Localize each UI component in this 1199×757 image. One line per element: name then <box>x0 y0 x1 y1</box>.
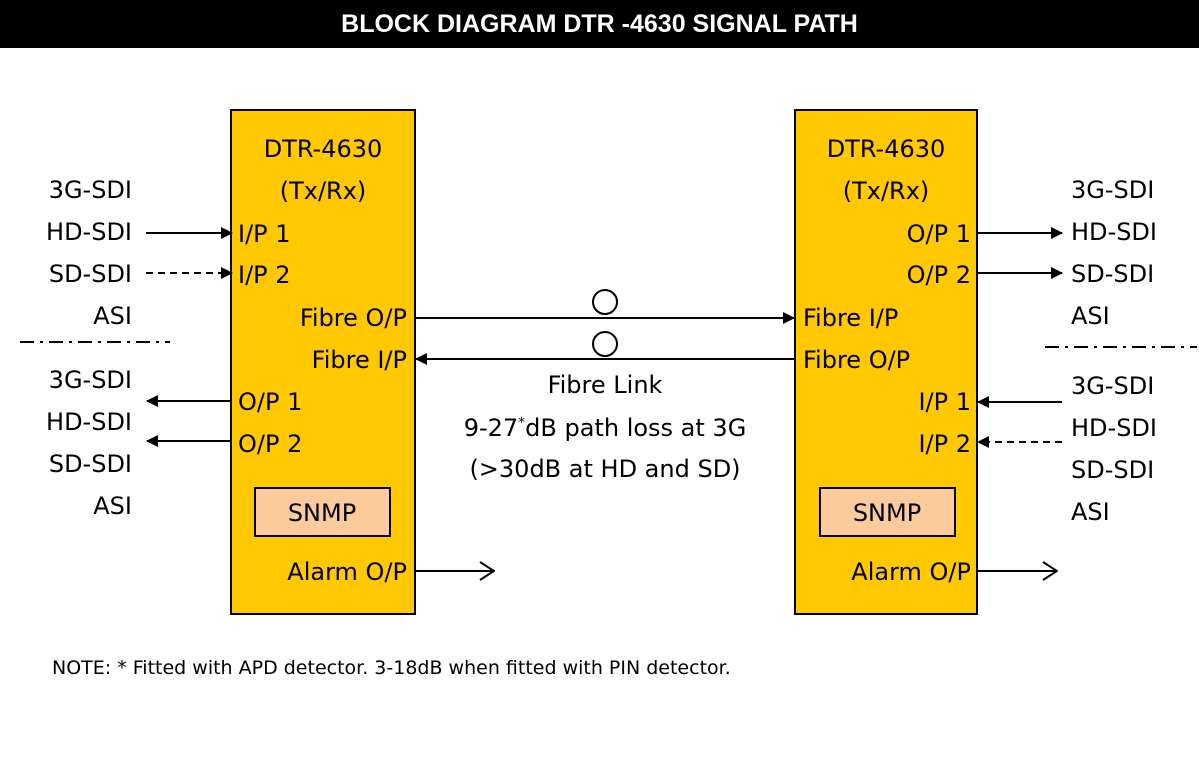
right-output-type-sd: SD-SDI <box>1071 260 1154 288</box>
left-port-fibre-ip: Fibre I/P <box>312 346 407 374</box>
right-unit-name: DTR-4630 <box>827 135 946 163</box>
left-unit-name: DTR-4630 <box>264 135 383 163</box>
left-port-ip1: I/P 1 <box>238 220 291 248</box>
fibre-link-label: Fibre Link <box>548 371 663 399</box>
right-output-type-hd: HD-SDI <box>1071 218 1157 246</box>
right-unit: DTR-4630 (Tx/Rx) O/P 1 O/P 2 Fibre I/P F… <box>794 109 978 615</box>
right-port-alarm: Alarm O/P <box>851 558 971 586</box>
right-input-type-3g: 3G-SDI <box>1071 372 1154 400</box>
fibre-link: Fibre Link 9-27*dB path loss at 3G (>30d… <box>415 289 795 483</box>
left-port-ip2: I/P 2 <box>238 261 291 289</box>
left-input-type-asi: ASI <box>93 302 132 330</box>
right-output-signal-types: 3G-SDI HD-SDI SD-SDI ASI <box>1071 176 1157 330</box>
right-port-op1: O/P 1 <box>907 220 971 248</box>
diagram-title: BLOCK DIAGRAM DTR -4630 SIGNAL PATH <box>0 0 1199 48</box>
fibre-loss-footnote-marker: * <box>518 415 525 431</box>
left-port-fibre-op: Fibre O/P <box>300 304 407 332</box>
left-unit-mode: (Tx/Rx) <box>280 177 367 205</box>
right-input-type-hd: HD-SDI <box>1071 414 1157 442</box>
left-output-type-asi: ASI <box>93 492 132 520</box>
right-port-fibre-ip: Fibre I/P <box>803 304 898 332</box>
fibre-loss-suffix: dB path loss at 3G <box>525 414 746 442</box>
left-output-signal-types: 3G-SDI HD-SDI SD-SDI ASI <box>46 366 132 520</box>
right-input-type-sd: SD-SDI <box>1071 456 1154 484</box>
left-port-alarm: Alarm O/P <box>287 558 407 586</box>
right-input-signal-types: 3G-SDI HD-SDI SD-SDI ASI <box>1071 372 1157 526</box>
left-snmp-box <box>254 487 391 537</box>
left-output-type-hd: HD-SDI <box>46 408 132 436</box>
right-port-ip2: I/P 2 <box>918 430 971 458</box>
footnote: NOTE: * Fitted with APD detector. 3-18dB… <box>52 657 731 679</box>
fibre-coil-top <box>592 289 618 315</box>
right-output-type-3g: 3G-SDI <box>1071 176 1154 204</box>
fibre-loss-hd-sd: (>30dB at HD and SD) <box>469 455 740 483</box>
left-output-type-3g: 3G-SDI <box>49 366 132 394</box>
right-port-fibre-op: Fibre O/P <box>803 346 910 374</box>
right-output-type-asi: ASI <box>1071 302 1110 330</box>
left-port-op1: O/P 1 <box>238 388 302 416</box>
left-input-signal-types: 3G-SDI HD-SDI SD-SDI ASI <box>46 176 132 330</box>
right-unit-mode: (Tx/Rx) <box>843 177 930 205</box>
right-input-type-asi: ASI <box>1071 498 1110 526</box>
fibre-loss-prefix: 9-27 <box>464 414 518 442</box>
right-snmp-label: SNMP <box>853 499 921 527</box>
left-input-type-hd: HD-SDI <box>46 218 132 246</box>
fibre-coil-bottom <box>592 331 618 357</box>
fibre-loss-text: 9-27*dB path loss at 3G <box>464 414 747 442</box>
left-unit: DTR-4630 (Tx/Rx) I/P 1 I/P 2 Fibre O/P F… <box>230 109 416 615</box>
left-snmp-label: SNMP <box>288 499 356 527</box>
right-port-ip1: I/P 1 <box>918 388 971 416</box>
right-snmp-box <box>819 487 956 537</box>
left-output-type-sd: SD-SDI <box>49 450 132 478</box>
left-input-type-sd: SD-SDI <box>49 260 132 288</box>
left-input-type-3g: 3G-SDI <box>49 176 132 204</box>
left-port-op2: O/P 2 <box>238 430 302 458</box>
right-port-op2: O/P 2 <box>907 261 971 289</box>
